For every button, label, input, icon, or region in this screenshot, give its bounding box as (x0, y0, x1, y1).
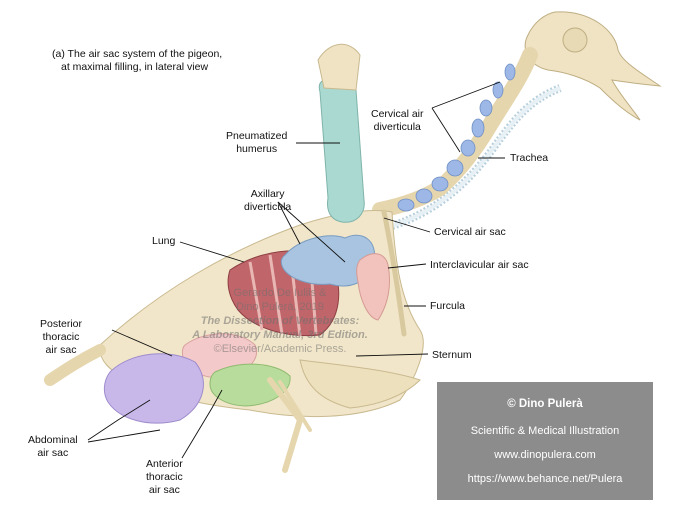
caption-line-1: (a) The air sac system of the pigeon, (52, 48, 223, 60)
watermark-coauthor: Dino Pulerà, 2019 (235, 301, 325, 313)
leader-lines (87, 81, 505, 459)
label-anterior-thoracic-air-sac: Anterior thoracic air sac (146, 458, 183, 496)
label-posterior-thoracic-air-sac: Posterior thoracic air sac (40, 318, 83, 356)
label-pneumatized-humerus: Pneumatized humerus (226, 130, 288, 155)
watermark-author: Gerardo De Iuliis & (233, 287, 327, 299)
humerus-pneumatized (318, 79, 365, 223)
cervical-air-diverticula-shapes (397, 63, 516, 212)
abdominal-air-sac-shape (103, 353, 204, 424)
label-cervical-air-sac: Cervical air sac (434, 226, 506, 238)
copyright-watermark: Gerardo De Iuliis & Dino Pulerà, 2019 Th… (160, 286, 400, 356)
label-abdominal-air-sac: Abdominal air sac (28, 434, 78, 459)
figure-caption: (a) The air sac system of the pigeon, at… (52, 48, 222, 74)
sternum-keel (299, 359, 421, 409)
skull-drawing (524, 11, 662, 121)
label-sternum: Sternum (432, 349, 472, 361)
label-trachea: Trachea (510, 152, 549, 164)
label-cervical-air-diverticula: Cervical air diverticula (371, 108, 424, 133)
label-interclavicular-air-sac: Interclavicular air sac (430, 259, 529, 271)
label-furcula: Furcula (430, 300, 466, 312)
label-axillary-diverticula: Axillary diverticula (244, 188, 292, 213)
label-lung: Lung (152, 235, 176, 247)
credit-role: Scientific & Medical Illustration (470, 425, 620, 437)
credit-box: © Dino Pulerà Scientific & Medical Illus… (437, 382, 653, 500)
credit-behance-link[interactable]: https://www.behance.net/Pulera (467, 473, 623, 485)
anterior-thoracic-air-sac-shape (209, 363, 291, 407)
interclavicular-air-sac-shape (356, 253, 391, 321)
watermark-publisher: ©Elsevier/Academic Press. (213, 343, 347, 355)
credit-owner: © Dino Pulerà (507, 398, 583, 410)
watermark-title-2: A Laboratory Manual, 3rd Edition. (192, 329, 368, 341)
furcula-bone (381, 209, 407, 337)
credit-site-link[interactable]: www.dinopulera.com (494, 449, 596, 461)
caption-line-2: at maximal filling, in lateral view (61, 61, 209, 73)
watermark-title-1: The Dissection of Vertebrates: (200, 315, 360, 327)
